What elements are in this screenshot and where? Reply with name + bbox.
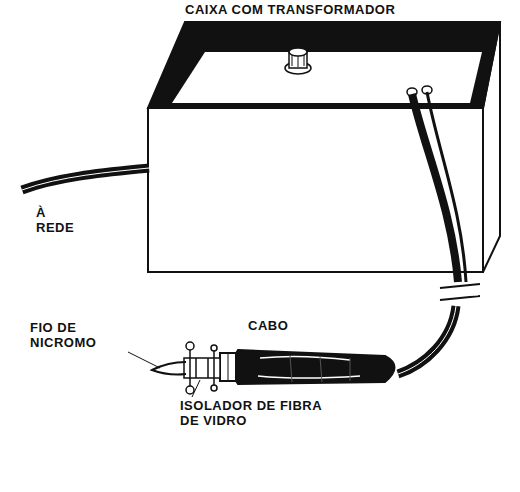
transformer-knob (285, 48, 311, 74)
box-floor (172, 52, 482, 103)
leader-lines (128, 352, 200, 397)
handle (220, 350, 395, 384)
mains-label: À REDE (36, 205, 86, 235)
nichrome-label: FIO DE NICROMO (30, 320, 140, 350)
mains-cable (22, 168, 149, 190)
box-title: CAIXA COM TRANSFORMADOR (185, 2, 505, 17)
handle-label: CABO (248, 318, 328, 333)
mains-cable-line (22, 168, 149, 190)
break-gap (444, 290, 478, 296)
break-mark (440, 284, 480, 300)
insulator (184, 342, 220, 394)
handle-cable (398, 92, 466, 374)
box-opening (148, 22, 500, 108)
insulator-label: ISOLADOR DE FIBRA DE VIDRO (180, 398, 340, 428)
nichrome-wire (152, 362, 186, 375)
box-front (148, 108, 483, 272)
